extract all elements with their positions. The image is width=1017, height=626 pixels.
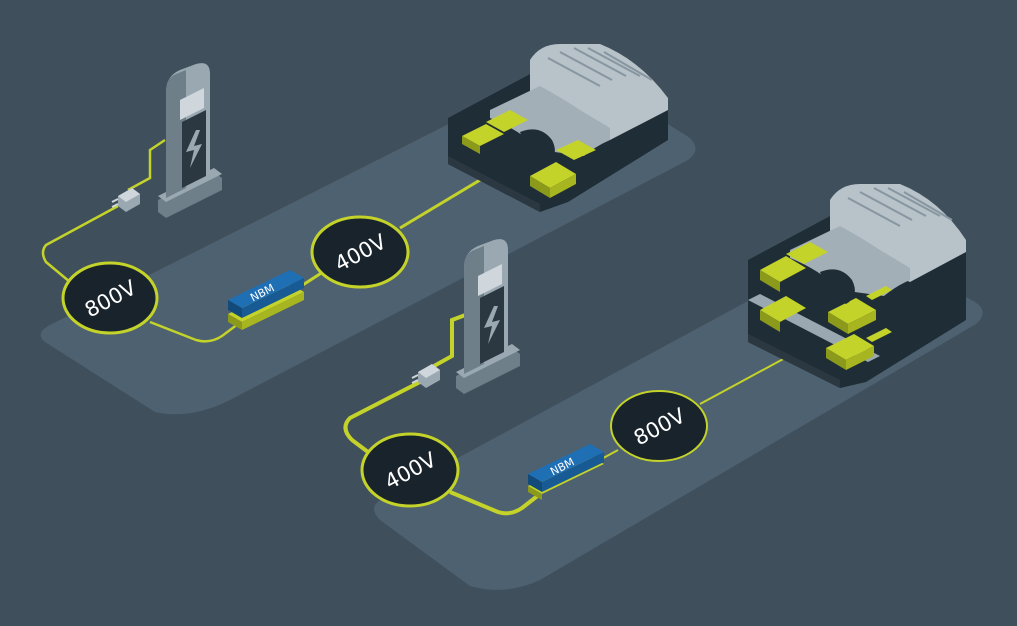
voltage-badge-vehicle: 400V	[310, 215, 410, 289]
scene-top: 800V NBM 400V	[40, 44, 696, 415]
charging-station	[158, 63, 222, 218]
lightning-bolt-icon	[186, 130, 202, 168]
vehicle-battery-400v	[448, 44, 668, 212]
cable-charger-to-plug	[127, 138, 166, 192]
nbm-converter: NBM	[528, 444, 604, 500]
cable-plug-to-badge	[343, 380, 421, 454]
cable-charger-to-plug	[433, 312, 469, 368]
plug-icon	[111, 188, 140, 212]
voltage-badge-charger: 400V	[360, 432, 460, 508]
cable-badge-to-nbm	[149, 320, 239, 343]
nbm-converter: NBM	[228, 270, 304, 330]
cable-badge-to-nbm	[449, 490, 542, 516]
lightning-bolt-icon	[484, 306, 500, 344]
voltage-badge-vehicle: 800V	[610, 390, 708, 462]
cable-plug-to-badge	[41, 204, 119, 283]
vehicle-battery-800v	[748, 184, 966, 388]
scene-bottom: 400V NBM 800V	[343, 184, 983, 590]
voltage-badge-charger: 800V	[61, 261, 159, 335]
plug-icon	[411, 364, 440, 388]
charging-station	[456, 239, 520, 394]
